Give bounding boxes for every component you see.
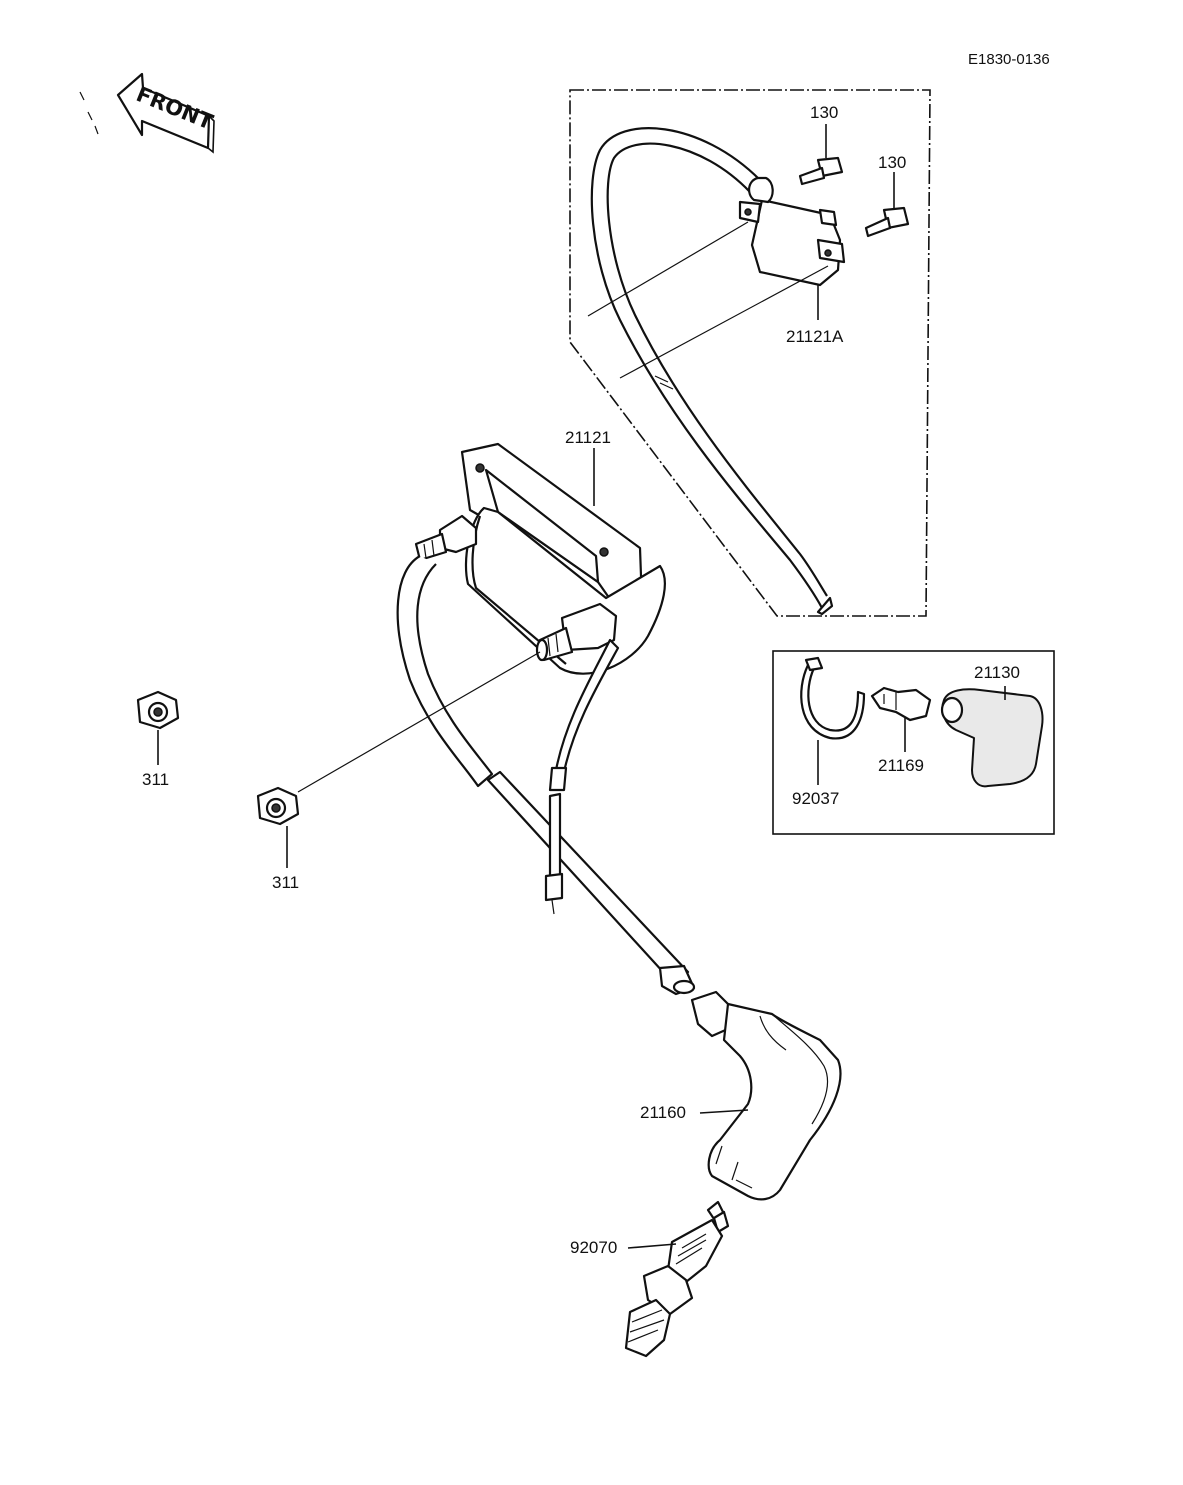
- nut-311-upper: [136, 690, 180, 730]
- bolt-130-lower: [864, 206, 910, 238]
- diagram-code: E1830-0136: [968, 51, 1050, 68]
- primary-lead: [396, 555, 620, 792]
- label-92070: 92070: [570, 1238, 617, 1257]
- nut-311-lower: [256, 786, 300, 826]
- label-21130: 21130: [974, 663, 1020, 682]
- label-21169: 21169: [878, 756, 924, 775]
- label-130-upper: 130: [810, 103, 838, 122]
- ht-lead: [486, 770, 696, 996]
- label-21121A: 21121A: [786, 327, 844, 346]
- label-311-upper: 311: [142, 770, 169, 789]
- band-92037: [800, 656, 866, 740]
- spark-plug-92070: [624, 1200, 730, 1358]
- terminal-21169: [870, 686, 932, 722]
- cap-inset: 21130 21169 92037: [772, 650, 1055, 835]
- label-311-lower: 311: [272, 873, 299, 892]
- front-arrow-icon: FRONT: [79, 72, 217, 154]
- cap-21130: [940, 688, 1044, 788]
- coil-21121: [414, 442, 666, 675]
- alt-coil-inset: 130 130 21121A: [569, 89, 931, 617]
- coil-21121A: [738, 176, 846, 287]
- label-21121: 21121: [565, 428, 611, 447]
- label-92037: 92037: [792, 789, 839, 808]
- label-21160: 21160: [640, 1103, 686, 1122]
- label-130-lower: 130: [878, 153, 906, 172]
- plug-cap-21160: [690, 990, 842, 1201]
- bolt-130-upper: [798, 156, 844, 186]
